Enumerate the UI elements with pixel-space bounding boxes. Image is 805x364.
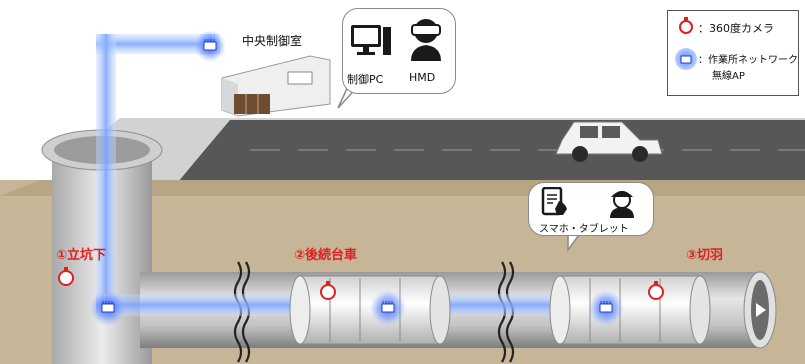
label-shaft: ①立坑下	[56, 248, 107, 263]
car	[555, 121, 663, 162]
legend-camera-icon	[679, 17, 693, 34]
mobile-bubble: スマホ・タブレット	[528, 182, 654, 236]
mobile-label: スマホ・タブレット	[539, 224, 629, 235]
wireless-ap-icon	[370, 290, 406, 326]
camera-360-icon	[648, 281, 664, 300]
control-room-title: 中央制御室	[242, 34, 303, 48]
legend-camera-label: ：360度カメラ	[698, 22, 774, 35]
face-cart	[549, 275, 711, 345]
legend-ap-icon	[675, 48, 697, 70]
label-face: ③切羽	[686, 248, 724, 263]
desktop-pc-icon	[351, 25, 391, 55]
road	[178, 120, 805, 182]
hmd-user-icon	[411, 19, 441, 61]
label-cart: ②後続台車	[294, 248, 358, 263]
camera-360-icon	[58, 267, 74, 286]
camera-360-icon	[320, 281, 336, 300]
worker-helmet-icon	[610, 191, 634, 218]
legend: ：360度カメラ ：作業所ネットワーク 無線AP	[667, 10, 799, 96]
tablet-icon	[541, 187, 567, 216]
following-cart	[289, 275, 451, 345]
pc-label: 制御PC	[347, 73, 384, 86]
wireless-ap-icon	[90, 290, 126, 326]
wireless-ap-icon	[588, 290, 624, 326]
legend-ap-label-line2: 無線AP	[712, 71, 745, 82]
hmd-label: HMD	[409, 71, 436, 84]
control-bubble: 制御PC HMD	[342, 8, 456, 94]
control-room-building	[221, 55, 331, 117]
legend-ap-label-line1: ：作業所ネットワーク	[698, 55, 798, 66]
wireless-ap-icon	[194, 30, 226, 62]
